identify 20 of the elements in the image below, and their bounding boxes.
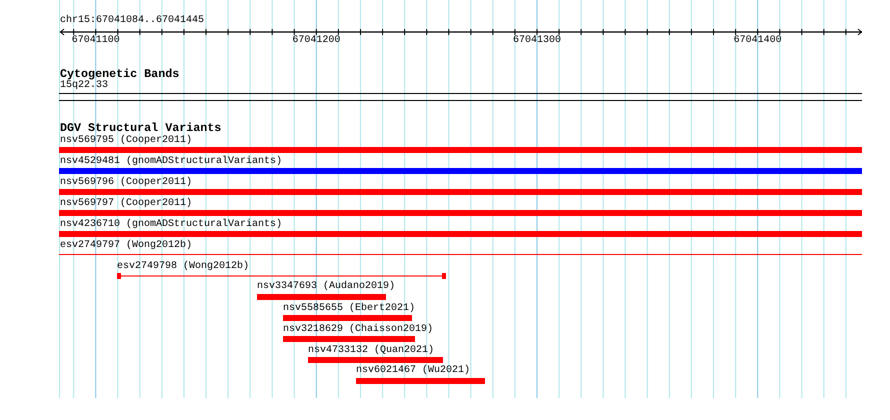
variant-label: nsv3218629 (Chaisson2019): [283, 325, 434, 335]
region-label: chr15:67041084..67041445: [60, 16, 204, 26]
tick-label: 67041400: [734, 36, 782, 46]
band-label: 15q22.33: [60, 81, 108, 91]
variant-label: nsv569797 (Cooper2011): [60, 199, 192, 209]
variant-label: nsv4236710 (gnomADStructuralVariants): [60, 220, 282, 230]
tick-label: 67041300: [512, 36, 561, 46]
variant-label: nsv6021467 (Wu2021): [356, 366, 470, 376]
variant-label: esv2749797 (Wong2012b): [60, 241, 192, 251]
tick-label: 67041200: [292, 36, 340, 46]
variant-label: nsv4529481 (gnomADStructuralVariants): [60, 157, 282, 167]
tick-label: 67041100: [72, 36, 120, 46]
track-title: Cytogenetic Bands: [60, 68, 180, 80]
variant-label: nsv4733132 (Quan2021): [308, 346, 434, 356]
track-title: DGV Structural Variants: [60, 122, 222, 134]
variant-label: esv2749798 (Wong2012b): [117, 262, 250, 272]
variant-label: nsv569795 (Cooper2011): [60, 136, 192, 146]
variant-label: nsv5585655 (Ebert2021): [283, 304, 416, 314]
variant-label: nsv569796 (Cooper2011): [60, 178, 192, 188]
variant-label: nsv3347693 (Audano2019): [257, 282, 396, 292]
